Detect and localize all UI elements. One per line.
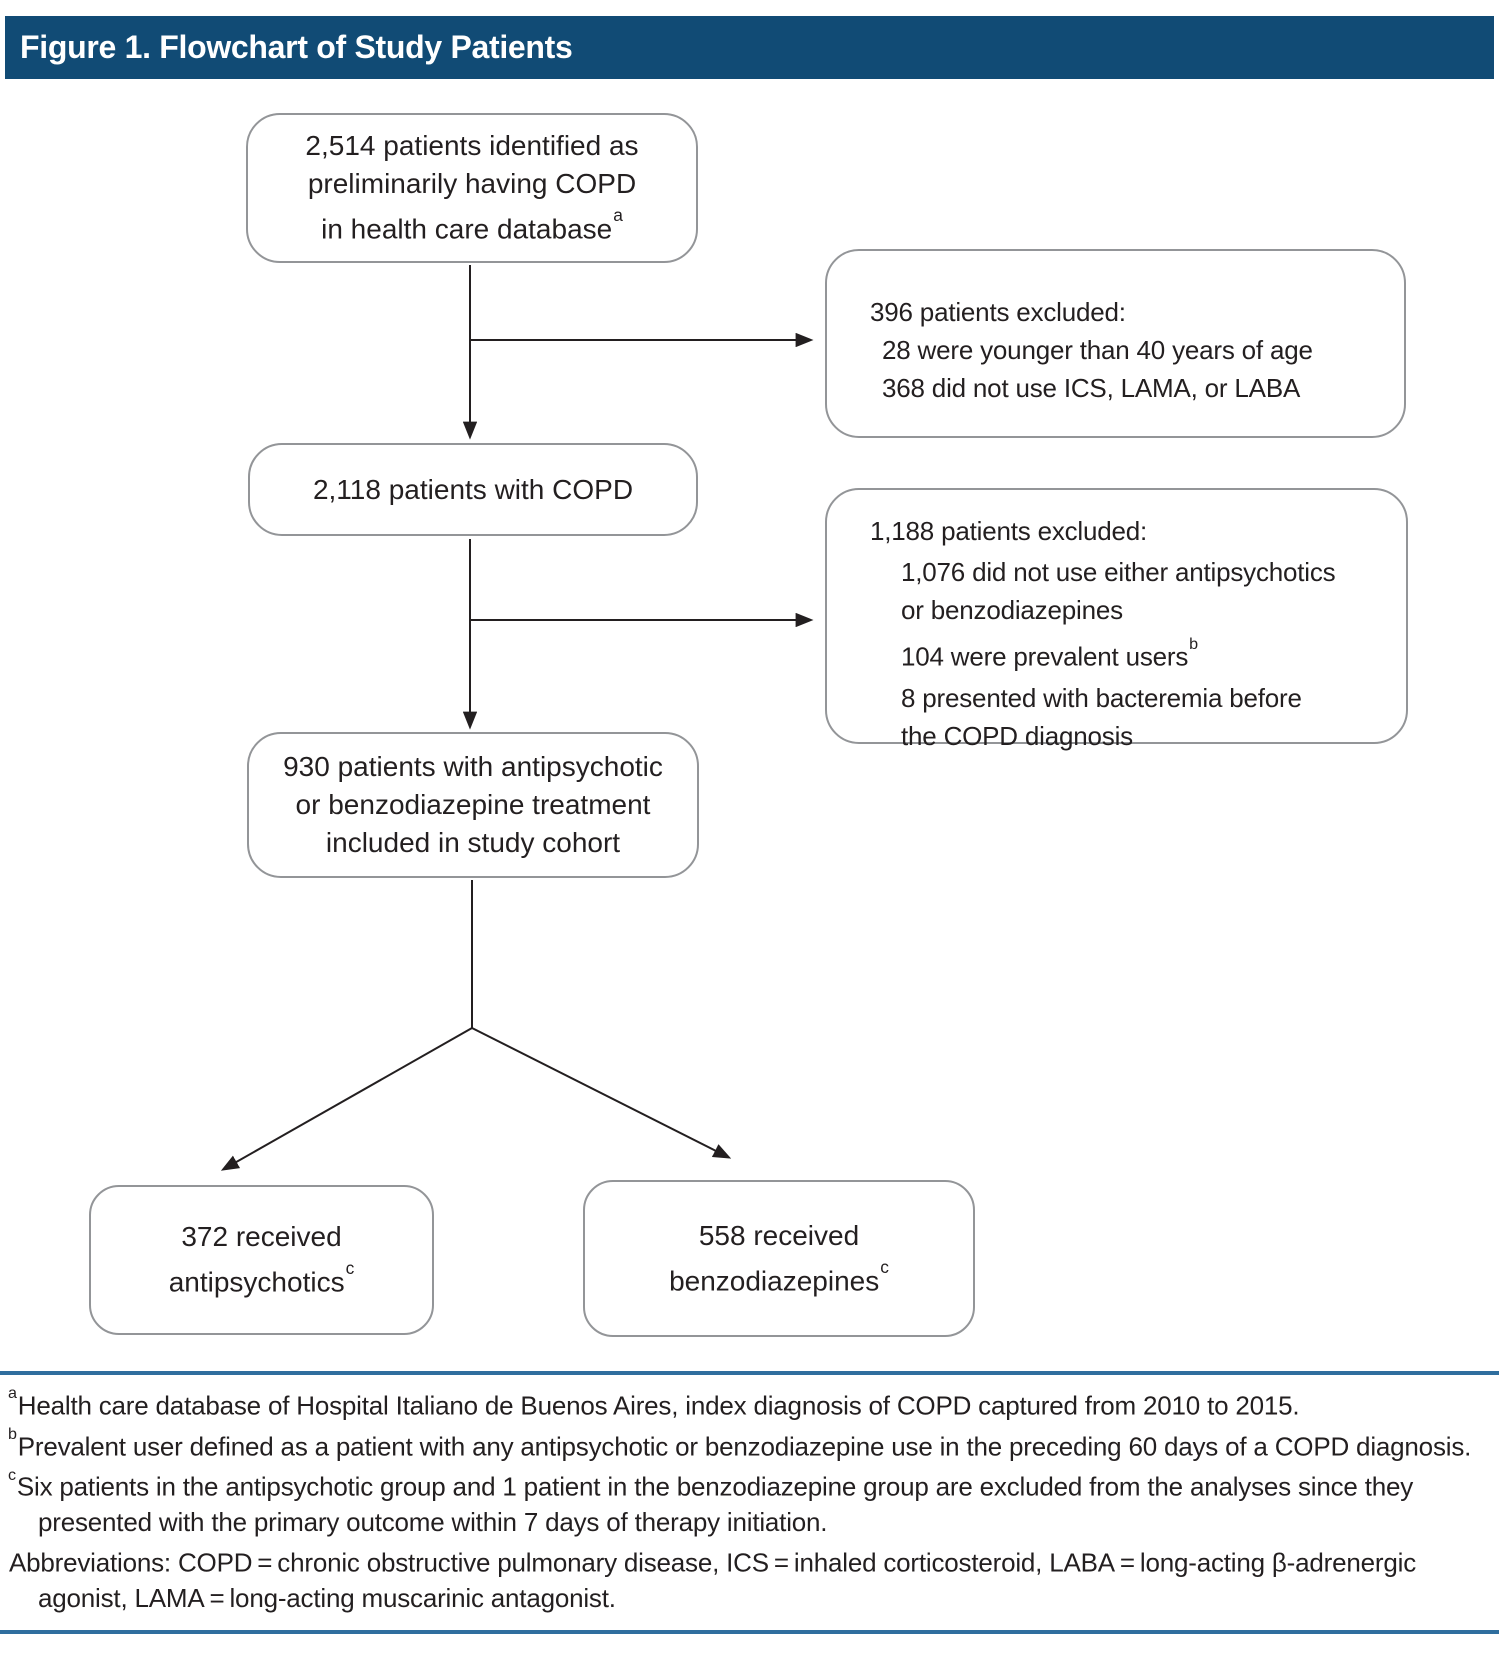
- footnote-marker-c: c: [880, 1256, 889, 1277]
- node-exclusion-1: 396 patients excluded: 28 were younger t…: [825, 249, 1406, 438]
- exclusion-item: 368 did not use ICS, LAMA, or LABA: [882, 373, 1301, 403]
- footnote-abbreviations: Abbreviations: COPD = chronic obstructiv…: [9, 1547, 1416, 1613]
- footnotes-section: aHealth care database of Hospital Italia…: [0, 1371, 1499, 1634]
- exclusion-item: 104 were prevalent usersb: [901, 635, 1198, 672]
- node-text-line: 558 received: [698, 1219, 860, 1251]
- node-identified: 2,514 patients identified as preliminari…: [246, 113, 698, 263]
- node-exclusion-2: 1,188 patients excluded: 1,076 did not u…: [825, 488, 1408, 751]
- exclusion-item: 28 were younger than 40 years of age: [882, 335, 1313, 365]
- node-antipsychotics: 372 received antipsychoticsc: [89, 1185, 434, 1335]
- node-text-line: in health care databasea: [321, 205, 623, 245]
- node-text-line: 2,514 patients identified as: [305, 130, 639, 162]
- footnote-a: aHealth care database of Hospital Italia…: [8, 1384, 1300, 1421]
- exclusion-heading: 396 patients excluded:: [870, 297, 1126, 327]
- node-text-line: antipsychoticsc: [168, 1258, 355, 1298]
- node-benzodiazepines: 558 received benzodiazepinesc: [583, 1180, 975, 1337]
- footnote-c: cSix patients in the antipsychotic group…: [8, 1465, 1414, 1537]
- exclusion-item: 1,076 did not use either antipsychotics …: [901, 557, 1336, 625]
- node-text-line: 2,118 patients with COPD: [312, 473, 634, 505]
- exclusion-heading: 1,188 patients excluded:: [870, 516, 1148, 546]
- arrow-branch-to-antipsychotics: [220, 1027, 473, 1171]
- figure-title-bar: Figure 1. Flowchart of Study Patients: [5, 16, 1494, 79]
- node-text-line: included in study cohort: [325, 827, 621, 858]
- exclusion-item: 8 presented with bacteremia before the C…: [901, 682, 1302, 751]
- arrow-branch-to-benzodiazepines: [471, 1027, 732, 1159]
- figure-title: Figure 1. Flowchart of Study Patients: [20, 29, 573, 65]
- footnote-b: bPrevalent user defined as a patient wit…: [8, 1424, 1472, 1462]
- node-text-line: preliminarily having COPD: [307, 168, 637, 200]
- node-text-line: 372 received: [181, 1221, 342, 1253]
- footnote-marker-c: c: [345, 1258, 355, 1279]
- footnote-marker-a: a: [613, 205, 623, 226]
- node-text-line: 930 patients with antipsychotic: [283, 751, 663, 782]
- node-copd: 2,118 patients with COPD: [248, 443, 698, 536]
- footnote-marker-b: b: [1189, 635, 1198, 654]
- node-cohort: 930 patients with antipsychotic or benzo…: [247, 732, 699, 878]
- node-text-line: benzodiazepinesc: [669, 1256, 889, 1297]
- node-text-line: or benzodiazepine treatment: [295, 789, 651, 820]
